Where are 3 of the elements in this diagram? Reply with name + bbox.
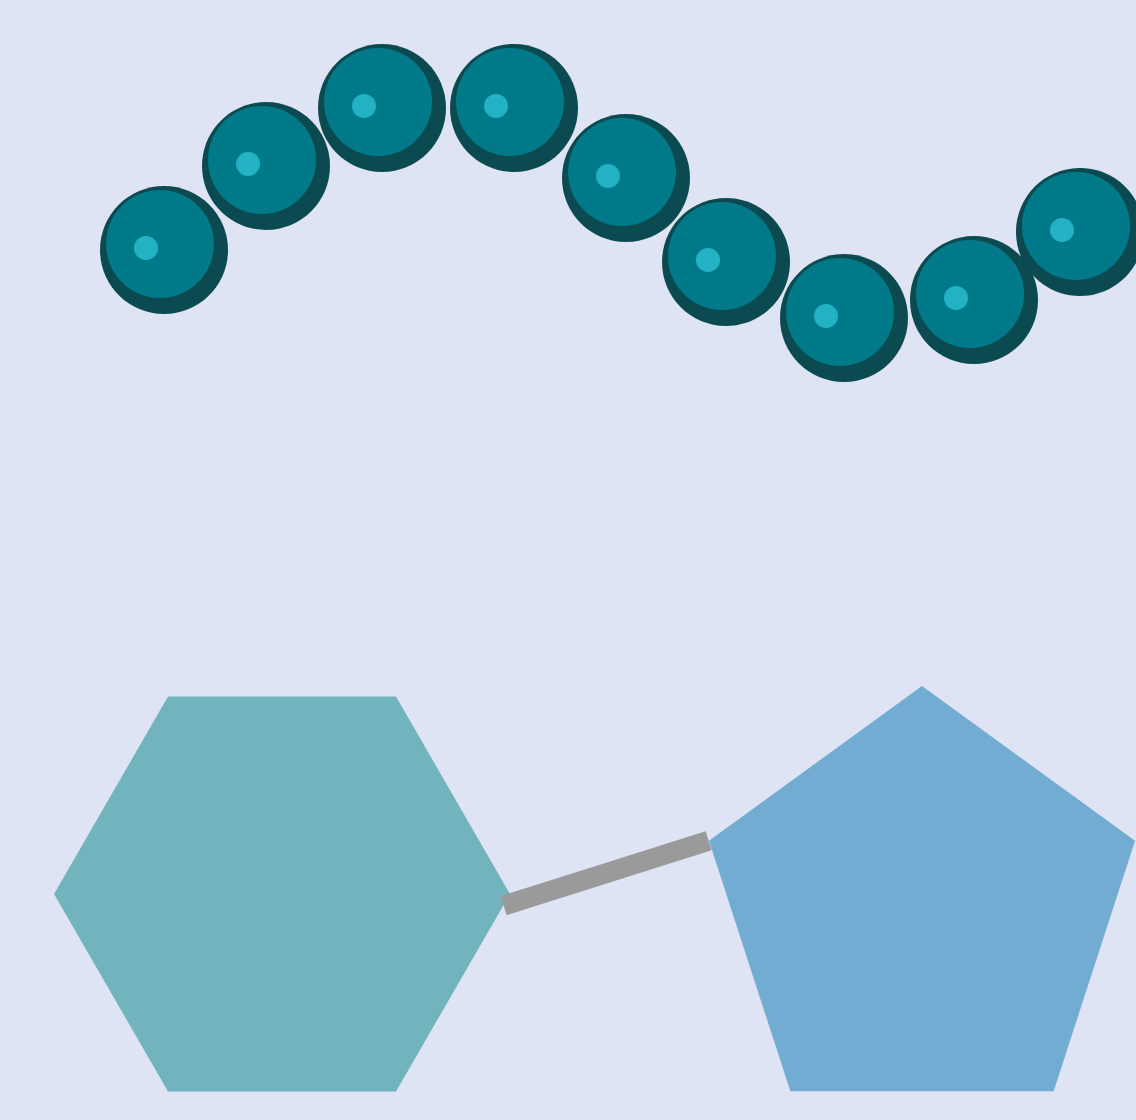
hexagon: [54, 696, 510, 1092]
pentagon: [708, 686, 1136, 1092]
connector-line: [500, 831, 712, 916]
